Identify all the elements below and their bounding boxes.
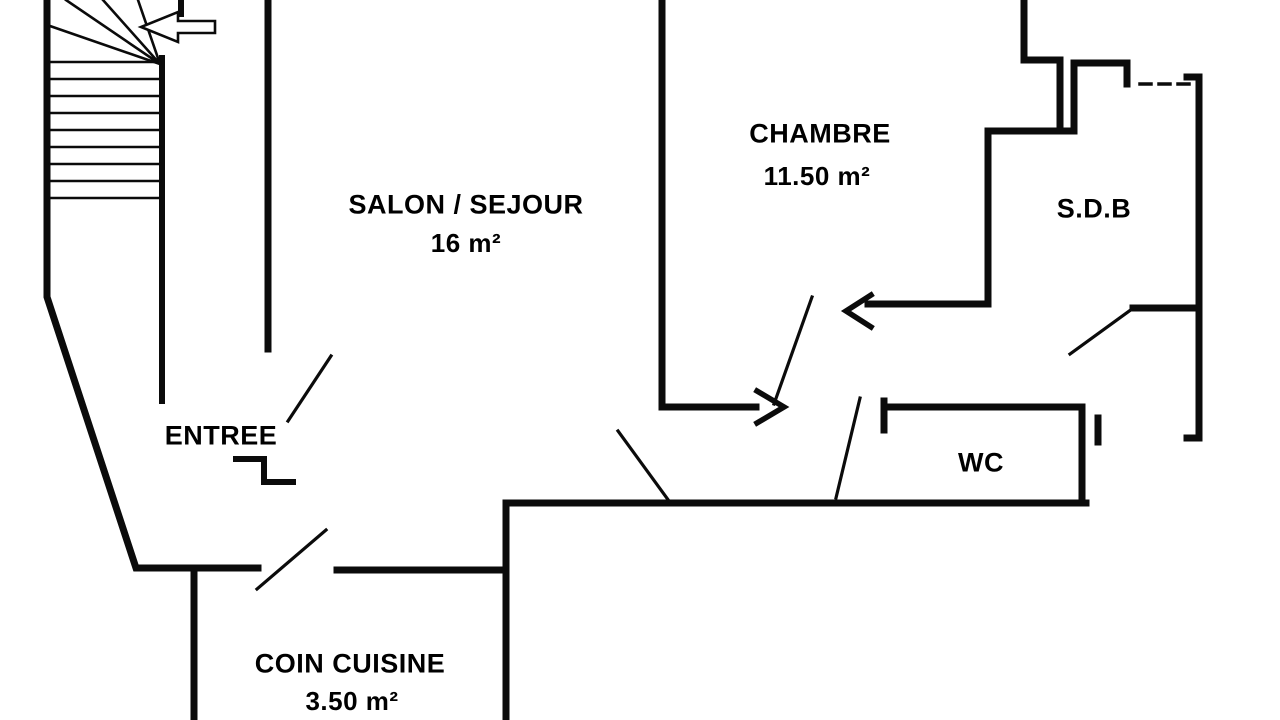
entree-label: ENTREE bbox=[164, 420, 278, 451]
wall-entree-step bbox=[233, 456, 296, 485]
cuisine-area: 3.50 m² bbox=[305, 686, 399, 716]
wall-chambre bbox=[658, 0, 760, 411]
chambre-label: CHAMBRE bbox=[749, 118, 891, 149]
hall-door-stop-icon bbox=[840, 291, 875, 331]
chambre-area: 11.50 m² bbox=[763, 161, 871, 191]
staircase bbox=[48, 0, 162, 200]
wc-label: WC bbox=[958, 447, 1004, 478]
cuisine-label: COIN CUISINE bbox=[254, 648, 446, 679]
annotations bbox=[137, 10, 1192, 86]
walls bbox=[43, 0, 1203, 720]
wc-door-leaf bbox=[834, 396, 862, 500]
entree-door-leaf bbox=[285, 353, 334, 424]
wall-sdb bbox=[984, 59, 1131, 308]
corridor-door-leaf bbox=[615, 428, 672, 504]
wall-left-outer bbox=[43, 0, 262, 572]
wall-topright-step bbox=[1020, 0, 1064, 134]
salon-label: SALON / SEJOUR bbox=[348, 189, 584, 220]
door-swings bbox=[254, 294, 1135, 592]
stair-winders bbox=[48, 0, 162, 66]
sdb-label: S.D.B bbox=[1056, 193, 1132, 224]
cuisine-door-leaf bbox=[254, 527, 329, 592]
stair-direction-arrow-icon bbox=[137, 10, 217, 44]
salon-area: 16 m² bbox=[430, 228, 502, 258]
wall-right-outer bbox=[1183, 73, 1203, 442]
sdb-door-leaf bbox=[1067, 306, 1135, 357]
chambre-door-leaf bbox=[771, 294, 815, 407]
stair-treads bbox=[48, 60, 162, 200]
door-stops bbox=[753, 291, 875, 427]
chambre-door-stop-icon bbox=[753, 387, 790, 427]
